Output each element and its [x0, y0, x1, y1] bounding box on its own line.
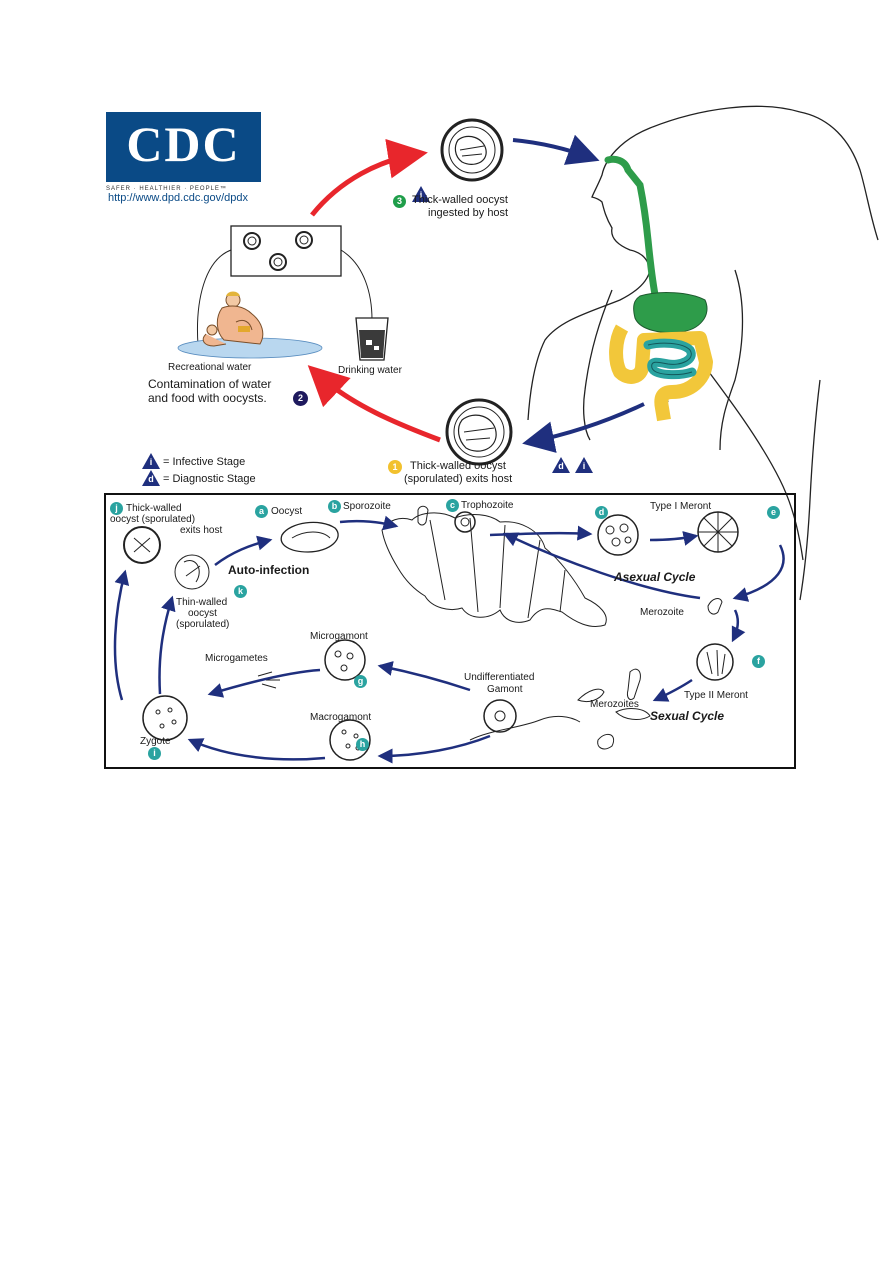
merozoite-label: Merozoite — [640, 607, 684, 618]
diagnostic-stage-marker-1: d — [552, 457, 570, 473]
undifferentiated-gamont-line1: Undifferentiated — [464, 672, 535, 683]
infective-marker-text: i — [419, 190, 423, 200]
stage-b-label: Sporozoite — [343, 501, 391, 512]
stage-k-line2: oocyst — [188, 608, 217, 619]
cdc-logo-text: CDC — [126, 116, 241, 172]
stage-1-label-line1: Thick-walled oocyst — [410, 460, 506, 472]
infective-stage-marker-1: i — [575, 457, 593, 473]
asexual-cycle-label: Asexual Cycle — [614, 570, 696, 584]
stage-j-badge: j — [110, 502, 123, 515]
red-arrow-up — [310, 138, 428, 217]
stage-g-label: Microgamont — [310, 631, 368, 642]
stage-d-label: Type I Meront — [650, 501, 712, 512]
stage-2-badge: 2 — [293, 391, 308, 406]
human-silhouette — [527, 105, 879, 601]
stage-3-label-line1: Thick-walled oocyst — [412, 194, 508, 206]
stage-2-label-line2: and food with oocysts. — [148, 391, 267, 405]
stage-j-line3: exits host — [180, 525, 223, 536]
digestive-tract — [604, 155, 713, 422]
stage-i-label: Zygote — [140, 736, 171, 747]
stage-2-label-line1: Contamination of water — [148, 377, 272, 391]
stage-1-label-line2: (sporulated) exits host — [404, 473, 513, 485]
red-arrow-down — [307, 365, 441, 443]
auto-infection-label: Auto-infection — [228, 563, 310, 577]
stage-b-badge: b — [328, 500, 341, 513]
legend-infective-marker-text: i — [149, 457, 153, 467]
stage-i-badge: i — [148, 747, 161, 760]
stage-k-line3: (sporulated) — [176, 619, 230, 630]
microgametes-label: Microgametes — [205, 653, 268, 664]
lower-cycle-arrows — [113, 515, 785, 764]
stage-c-label: Trophozoite — [461, 500, 514, 511]
stage-f-label: Type II Meront — [684, 690, 748, 701]
stage-k-badge: k — [234, 585, 247, 598]
merozoites-label: Merozoites — [590, 699, 639, 710]
stage-e-badge: e — [767, 506, 780, 519]
infective-marker-text-1: i — [582, 461, 586, 471]
stage-3-badge: 3 — [393, 195, 406, 208]
oocyst-ingested-icon — [440, 118, 504, 182]
legend-diagnostic-marker: d — [142, 470, 160, 486]
legend-diagnostic-marker-text: d — [148, 474, 154, 484]
water-oocyst-box — [197, 225, 373, 346]
legend-infective-marker: i — [142, 453, 160, 469]
cdc-logo: CDC — [106, 112, 261, 182]
intracellular-cycle-panel — [104, 493, 796, 769]
drinking-water-label: Drinking water — [338, 365, 402, 376]
stage-d-badge: d — [595, 506, 608, 519]
lower-cycle-artwork — [123, 505, 739, 761]
oocyst-exits-icon — [445, 398, 513, 466]
navy-arrow-to-mouth — [512, 134, 600, 165]
diagnostic-marker-text: d — [558, 461, 564, 471]
recreational-water-label: Recreational water — [168, 362, 252, 373]
stage-k-line1: Thin-walled — [176, 597, 228, 608]
stage-a-badge: a — [255, 505, 268, 518]
stage-h-badge: h — [356, 738, 369, 751]
cdc-url-link[interactable]: http://www.dpd.cdc.gov/dpdx — [108, 192, 249, 204]
stage-g-badge: g — [354, 675, 367, 688]
legend-diagnostic-label: = Diagnostic Stage — [163, 473, 256, 485]
stage-f-badge: f — [752, 655, 765, 668]
stage-a-label: Oocyst — [271, 506, 303, 517]
stage-h-label: Macrogamont — [310, 712, 372, 723]
undifferentiated-gamont-line2: Gamont — [487, 684, 523, 695]
stage-1-badge: 1 — [388, 460, 402, 474]
navy-arrow-exit — [522, 402, 645, 453]
stage-j-line2: oocyst (sporulated) — [110, 514, 196, 525]
legend-infective-label: = Infective Stage — [163, 456, 246, 468]
infective-stage-marker-3: i — [412, 186, 430, 202]
stage-c-badge: c — [446, 499, 459, 512]
drinking-water-glass — [355, 317, 389, 361]
cdc-tagline: SAFER · HEALTHIER · PEOPLE™ — [106, 186, 227, 192]
stage-j-line1: Thick-walled — [126, 503, 182, 514]
sexual-cycle-label: Sexual Cycle — [650, 709, 725, 723]
recreational-water-scene — [177, 291, 323, 359]
stage-3-label-line2: ingested by host — [428, 207, 509, 219]
